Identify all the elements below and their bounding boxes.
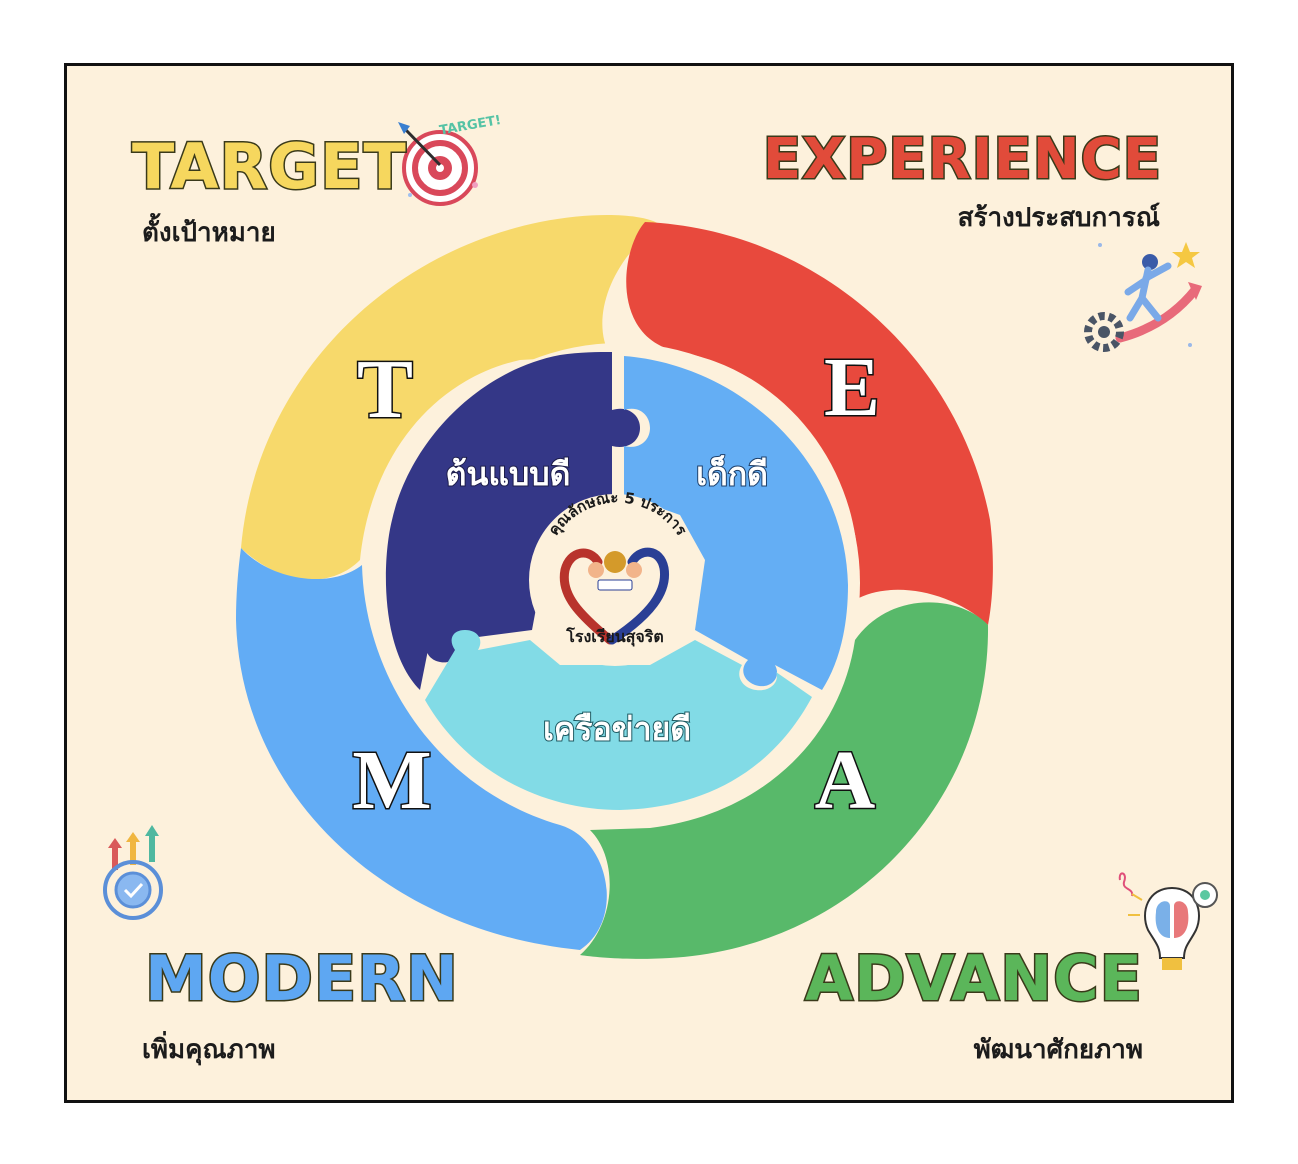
outer-ring	[236, 214, 993, 959]
puzzle	[385, 352, 848, 810]
heart-left-icon	[559, 548, 615, 645]
school-sign-icon	[597, 579, 633, 591]
ring-segment-advance	[580, 602, 989, 959]
ring-letter-m: M	[352, 734, 431, 827]
subtitle-target: ตั้งเป้าหมาย	[142, 218, 276, 248]
target-dart-icon: TARGET!	[398, 113, 502, 206]
subtitle-advance: พัฒนาศักยภาพ	[973, 1035, 1143, 1065]
puzzle-piece-top-left	[385, 352, 640, 690]
lightbulb-brain-icon	[1118, 872, 1218, 970]
center-badge: คุณลักษณะ 5 ประการ โรงเรียนสุจริต	[529, 488, 701, 666]
heart-right-icon	[607, 547, 670, 645]
title-modern: MODERN	[144, 942, 460, 1015]
growth-gear-icon	[103, 825, 163, 920]
subtitle-modern: เพิ่มคุณภาพ	[142, 1035, 276, 1065]
subtitle-experience: สร้างประสบการณ์	[957, 203, 1160, 233]
ring-letter-a: A	[815, 734, 876, 827]
title-advance: ADVANCE	[804, 942, 1144, 1015]
puzzle-label-top-left: ต้นแบบดี	[446, 455, 571, 493]
title-target: TARGET	[131, 130, 408, 203]
target-tag-text: TARGET!	[438, 113, 502, 139]
child-left-icon	[588, 562, 604, 578]
school-emblem-icon	[604, 551, 626, 573]
puzzle-label-bottom: เครือข่ายดี	[543, 710, 691, 748]
ring-segment-target	[241, 214, 660, 580]
child-right-icon	[626, 562, 642, 578]
climber-gear-icon	[1084, 242, 1202, 352]
puzzle-label-top-right: เด็กดี	[696, 454, 768, 493]
ring-letter-t: T	[357, 343, 413, 436]
ring-segment-experience	[626, 222, 993, 625]
ring-letter-e: E	[824, 341, 880, 434]
ring-segment-modern	[236, 548, 607, 950]
puzzle-piece-bottom	[425, 630, 812, 810]
title-experience: EXPERIENCE	[761, 127, 1162, 192]
center-bottom-text: โรงเรียนสุจริต	[565, 626, 664, 647]
puzzle-piece-top-right	[624, 356, 848, 690]
